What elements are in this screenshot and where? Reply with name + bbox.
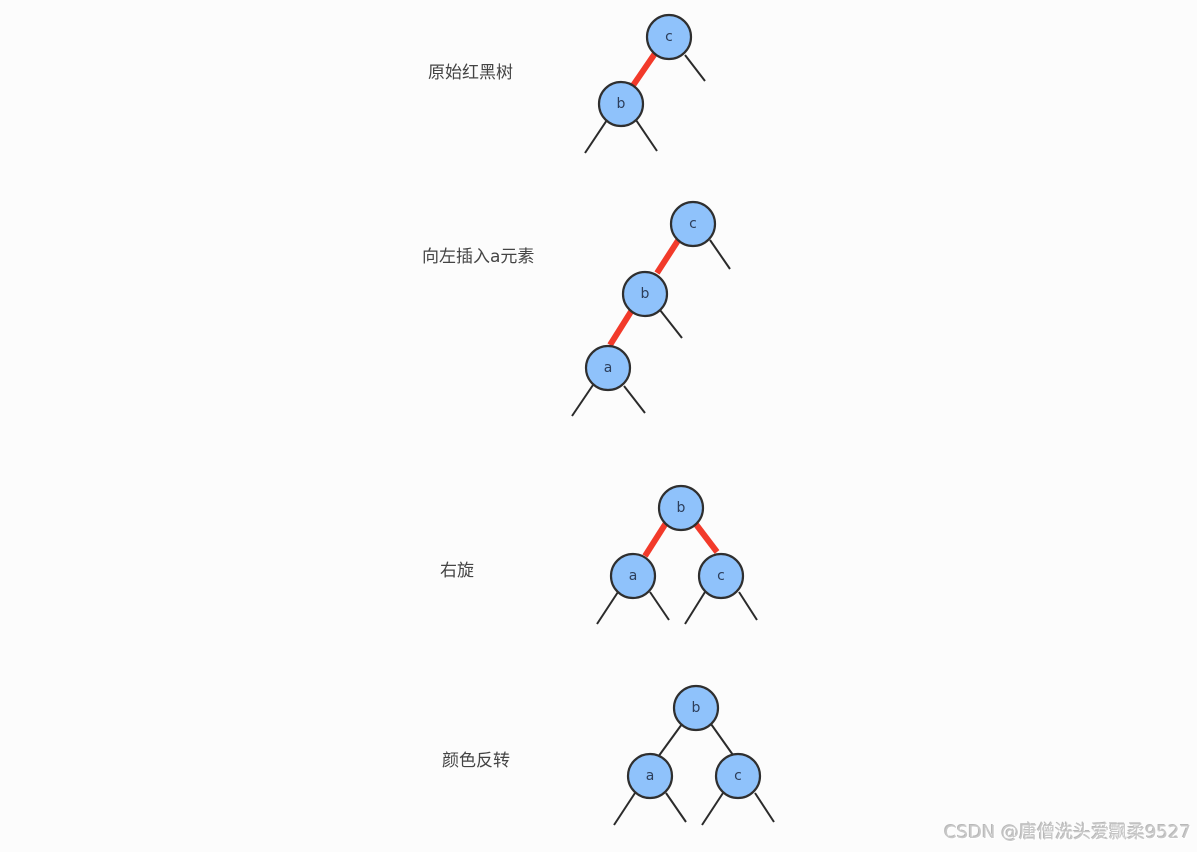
tree-node-c: c bbox=[669, 200, 717, 248]
red-link bbox=[607, 308, 635, 347]
tree-node-a: a bbox=[609, 552, 657, 600]
black-link bbox=[613, 792, 636, 826]
tree-node-a: a bbox=[626, 752, 674, 800]
black-link bbox=[571, 384, 594, 417]
svg-text:a: a bbox=[629, 568, 638, 584]
svg-text:c: c bbox=[717, 568, 725, 584]
step-label-insert-a: 向左插入a元素 bbox=[422, 247, 535, 267]
black-link bbox=[701, 792, 724, 826]
black-link bbox=[635, 119, 658, 152]
tree-rotate-right: b a c bbox=[596, 484, 758, 625]
tree-node-c: c bbox=[645, 13, 693, 61]
red-link bbox=[629, 50, 659, 89]
tree-node-b: b bbox=[597, 80, 645, 128]
step-label-rotate-right: 右旋 bbox=[440, 561, 474, 581]
svg-text:c: c bbox=[689, 216, 697, 232]
black-link bbox=[649, 591, 670, 621]
step-label-original: 原始红黑树 bbox=[428, 63, 513, 83]
black-link bbox=[754, 792, 775, 823]
black-link bbox=[710, 723, 734, 756]
svg-text:b: b bbox=[641, 286, 650, 302]
black-link bbox=[623, 385, 646, 414]
tree-node-b: b bbox=[672, 684, 720, 732]
black-link bbox=[665, 792, 687, 823]
black-link bbox=[684, 591, 706, 625]
svg-text:b: b bbox=[692, 700, 701, 716]
watermark: CSDN @唐僧洗头爱飘柔9527 bbox=[944, 822, 1191, 843]
black-link bbox=[584, 119, 608, 154]
red-link bbox=[654, 237, 682, 275]
black-link bbox=[657, 723, 683, 758]
tree-node-b: b bbox=[657, 484, 705, 532]
svg-text:b: b bbox=[677, 500, 686, 516]
tree-color-flip: b a c bbox=[613, 684, 775, 826]
black-link bbox=[684, 54, 706, 82]
step-label-color-flip: 颜色反转 bbox=[442, 751, 510, 771]
black-link bbox=[596, 591, 619, 625]
svg-text:a: a bbox=[646, 768, 655, 784]
tree-node-a: a bbox=[584, 344, 632, 392]
black-link bbox=[709, 239, 731, 270]
tree-node-c: c bbox=[714, 752, 762, 800]
tree-original: c b bbox=[584, 13, 706, 154]
black-link bbox=[738, 591, 758, 621]
svg-text:c: c bbox=[734, 768, 742, 784]
red-link bbox=[692, 521, 720, 554]
tree-insert-a: c b a bbox=[571, 200, 731, 417]
red-link bbox=[642, 521, 669, 558]
black-link bbox=[659, 309, 683, 339]
svg-text:b: b bbox=[617, 96, 626, 112]
tree-node-c: c bbox=[697, 552, 745, 600]
svg-text:c: c bbox=[665, 29, 673, 45]
tree-node-b: b bbox=[621, 270, 669, 318]
svg-text:a: a bbox=[604, 360, 613, 376]
